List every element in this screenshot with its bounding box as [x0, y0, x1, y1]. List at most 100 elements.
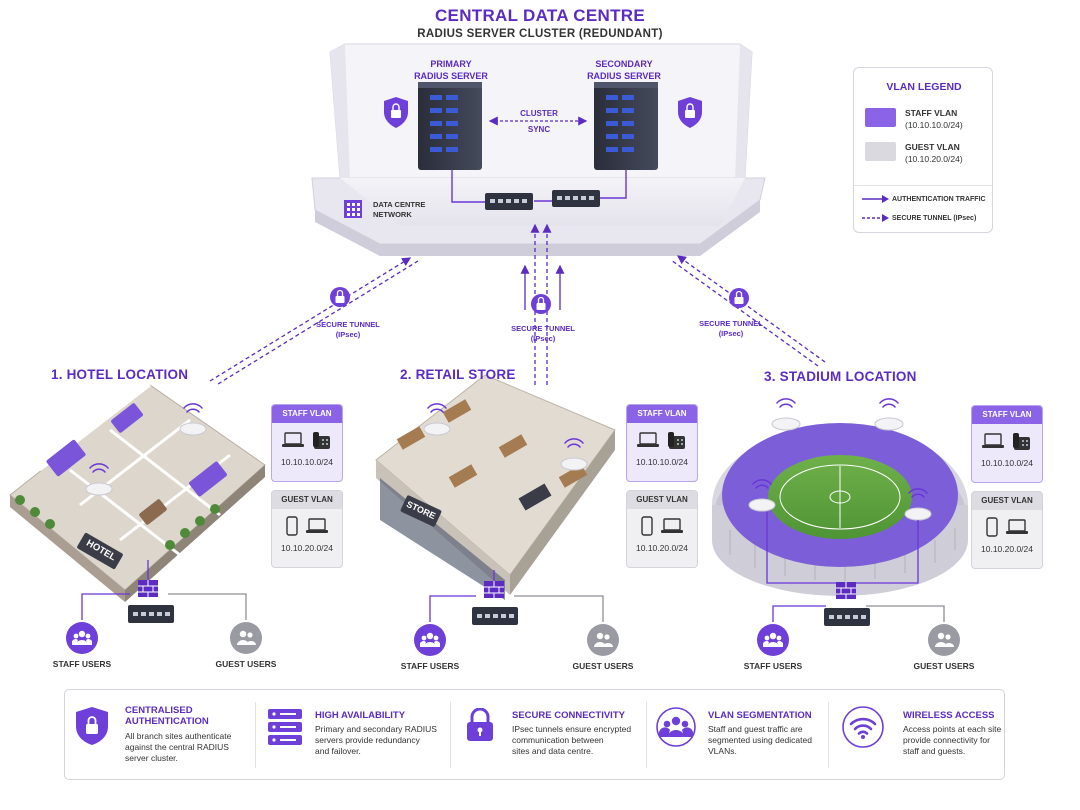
retail-guest-users-label: GUEST USERS: [572, 661, 634, 671]
feature-vlan-segmentation: VLAN SEGMENTATION Staff and guest traffi…: [646, 690, 828, 781]
store-sign: [400, 495, 442, 527]
legend-divider: [854, 185, 992, 186]
padlock-icon: [330, 287, 350, 307]
laptop-icon: [661, 518, 683, 533]
staff-vlan-header: STAFF VLAN: [972, 406, 1042, 424]
stadium-staff-vlan-card: STAFF VLAN 10.10.10.0/24: [971, 405, 1043, 483]
feature-text: Access points at each site provide conne…: [903, 724, 1002, 756]
network-switch-icon: [128, 605, 174, 623]
hotel-guest-vlan-card: GUEST VLAN 10.10.20.0/24: [271, 490, 343, 568]
dc-network-label-1: DATA CENTRE: [373, 200, 426, 209]
retail-building: [375, 374, 616, 600]
server-stack-icon: [268, 709, 302, 745]
feature-title: CENTRALISED AUTHENTICATION: [125, 705, 209, 727]
tunnel-label-stadium: SECURE TUNNEL (IPsec): [699, 319, 763, 338]
desk-phone-icon: [1013, 433, 1030, 450]
staff-users-icon: [414, 624, 446, 656]
smartphone-icon: [641, 516, 653, 536]
firewall-icon: [138, 580, 158, 597]
feature-divider: [828, 702, 829, 768]
guest-vlan-subnet: 10.10.20.0/24: [636, 543, 688, 553]
wifi-icon: [89, 398, 928, 498]
feature-text: IPsec tunnels ensure encrypted communica…: [512, 724, 632, 756]
smartphone-icon: [286, 516, 298, 536]
retail-guest-vlan-card: GUEST VLAN 10.10.20.0/24: [626, 490, 698, 568]
shield-lock-icon: [678, 97, 702, 128]
sync-label: SYNC: [527, 125, 551, 134]
smartphone-icon: [986, 517, 998, 537]
guest-vlan-header: GUEST VLAN: [972, 492, 1042, 510]
stadium-guest-vlan-card: GUEST VLAN 10.10.20.0/24: [971, 491, 1043, 569]
hotel-guest-users-label: GUEST USERS: [215, 659, 277, 669]
feature-divider: [646, 702, 647, 768]
laptop-icon: [306, 518, 328, 533]
users-group-icon: [656, 707, 696, 747]
desk-phone-icon: [313, 432, 330, 449]
guest-vlan-subnet: 10.10.20.0/24: [281, 543, 333, 553]
padlock-icon: [531, 294, 551, 314]
feature-title: HIGH AVAILABILITY: [315, 710, 406, 721]
features-bar: CENTRALISED AUTHENTICATION All branch si…: [64, 689, 1005, 780]
access-point-icon: [85, 417, 932, 521]
tunnel-stadium: [670, 255, 826, 367]
legend-staff-subnet: (10.10.10.0/24): [905, 120, 963, 130]
firewall-icon: [836, 582, 856, 599]
desk-phone-icon: [668, 432, 685, 449]
feature-title: WIRELESS ACCESS: [903, 710, 995, 721]
laptop-icon: [637, 432, 659, 447]
staff-vlan-subnet: 10.10.10.0/24: [281, 457, 333, 467]
feature-divider: [450, 702, 451, 768]
building-icon: [344, 200, 362, 218]
hotel-building: [9, 383, 266, 602]
shield-lock-icon: [384, 97, 408, 128]
stadium-lan: [766, 512, 945, 622]
feature-text: Primary and secondary RADIUS servers pro…: [315, 724, 437, 756]
datacentre-switches: [451, 170, 627, 210]
network-switch-icon: [472, 607, 518, 625]
laptop-icon: [1006, 519, 1028, 534]
guest-vlan-header: GUEST VLAN: [627, 491, 697, 509]
guest-users-icon: [587, 624, 619, 656]
tunnel-label-retail: SECURE TUNNEL (IPsec): [511, 324, 575, 343]
feature-divider: [255, 702, 256, 768]
padlock-icon: [467, 708, 493, 741]
feature-wireless-access: WIRELESS ACCESS Access points at each si…: [828, 690, 1006, 781]
tunnel-label-hotel: SECURE TUNNEL (IPsec): [316, 320, 380, 339]
feature-secure-connectivity: SECURE CONNECTIVITY IPsec tunnels ensure…: [450, 690, 646, 781]
staff-users-icon: [757, 624, 789, 656]
stadium-guest-users-label: GUEST USERS: [913, 661, 975, 671]
guest-vlan-header: GUEST VLAN: [272, 491, 342, 509]
secondary-radius-server: [594, 82, 658, 170]
hotel-staff-vlan-card: STAFF VLAN 10.10.10.0/24: [271, 404, 343, 482]
staff-vlan-swatch: [865, 108, 896, 127]
staff-users-icon: [66, 622, 98, 654]
stadium-staff-users-label: STAFF USERS: [743, 661, 803, 671]
feature-centralised-auth: CENTRALISED AUTHENTICATION All branch si…: [65, 690, 255, 781]
guest-users-icon: [928, 624, 960, 656]
secure-tunnel-arrow-icon: [862, 214, 889, 222]
dc-network-label-2: NETWORK: [373, 210, 412, 219]
legend-guest-name: GUEST VLAN: [905, 142, 960, 152]
datacentre-platform: [311, 43, 766, 256]
vlan-legend: VLAN LEGEND STAFF VLAN (10.10.10.0/24) G…: [853, 67, 993, 233]
hotel-staff-users-label: STAFF USERS: [52, 659, 112, 669]
guest-vlan-swatch: [865, 142, 896, 161]
legend-title: VLAN LEGEND: [886, 81, 962, 93]
hotel-sign: [77, 532, 123, 570]
feature-text: All branch sites authenticate against th…: [125, 731, 232, 763]
feature-title: SECURE CONNECTIVITY: [512, 710, 625, 721]
guest-vlan-subnet: 10.10.20.0/24: [981, 544, 1033, 554]
staff-vlan-subnet: 10.10.10.0/24: [636, 457, 688, 467]
feature-text: Staff and guest traffic are segmented us…: [708, 724, 812, 756]
retail-staff-users-label: STAFF USERS: [400, 661, 460, 671]
legend-secure-tunnel: SECURE TUNNEL (IPsec): [892, 215, 977, 222]
padlock-icon: [729, 288, 749, 308]
secondary-server-label: SECONDARY RADIUS SERVER: [587, 59, 661, 81]
wifi-icon: [842, 706, 884, 748]
cluster-label: CLUSTER: [520, 109, 558, 118]
stadium-building: [712, 423, 968, 596]
feature-high-availability: HIGH AVAILABILITY Primary and secondary …: [255, 690, 450, 781]
staff-vlan-header: STAFF VLAN: [272, 405, 342, 423]
laptop-icon: [282, 432, 304, 447]
